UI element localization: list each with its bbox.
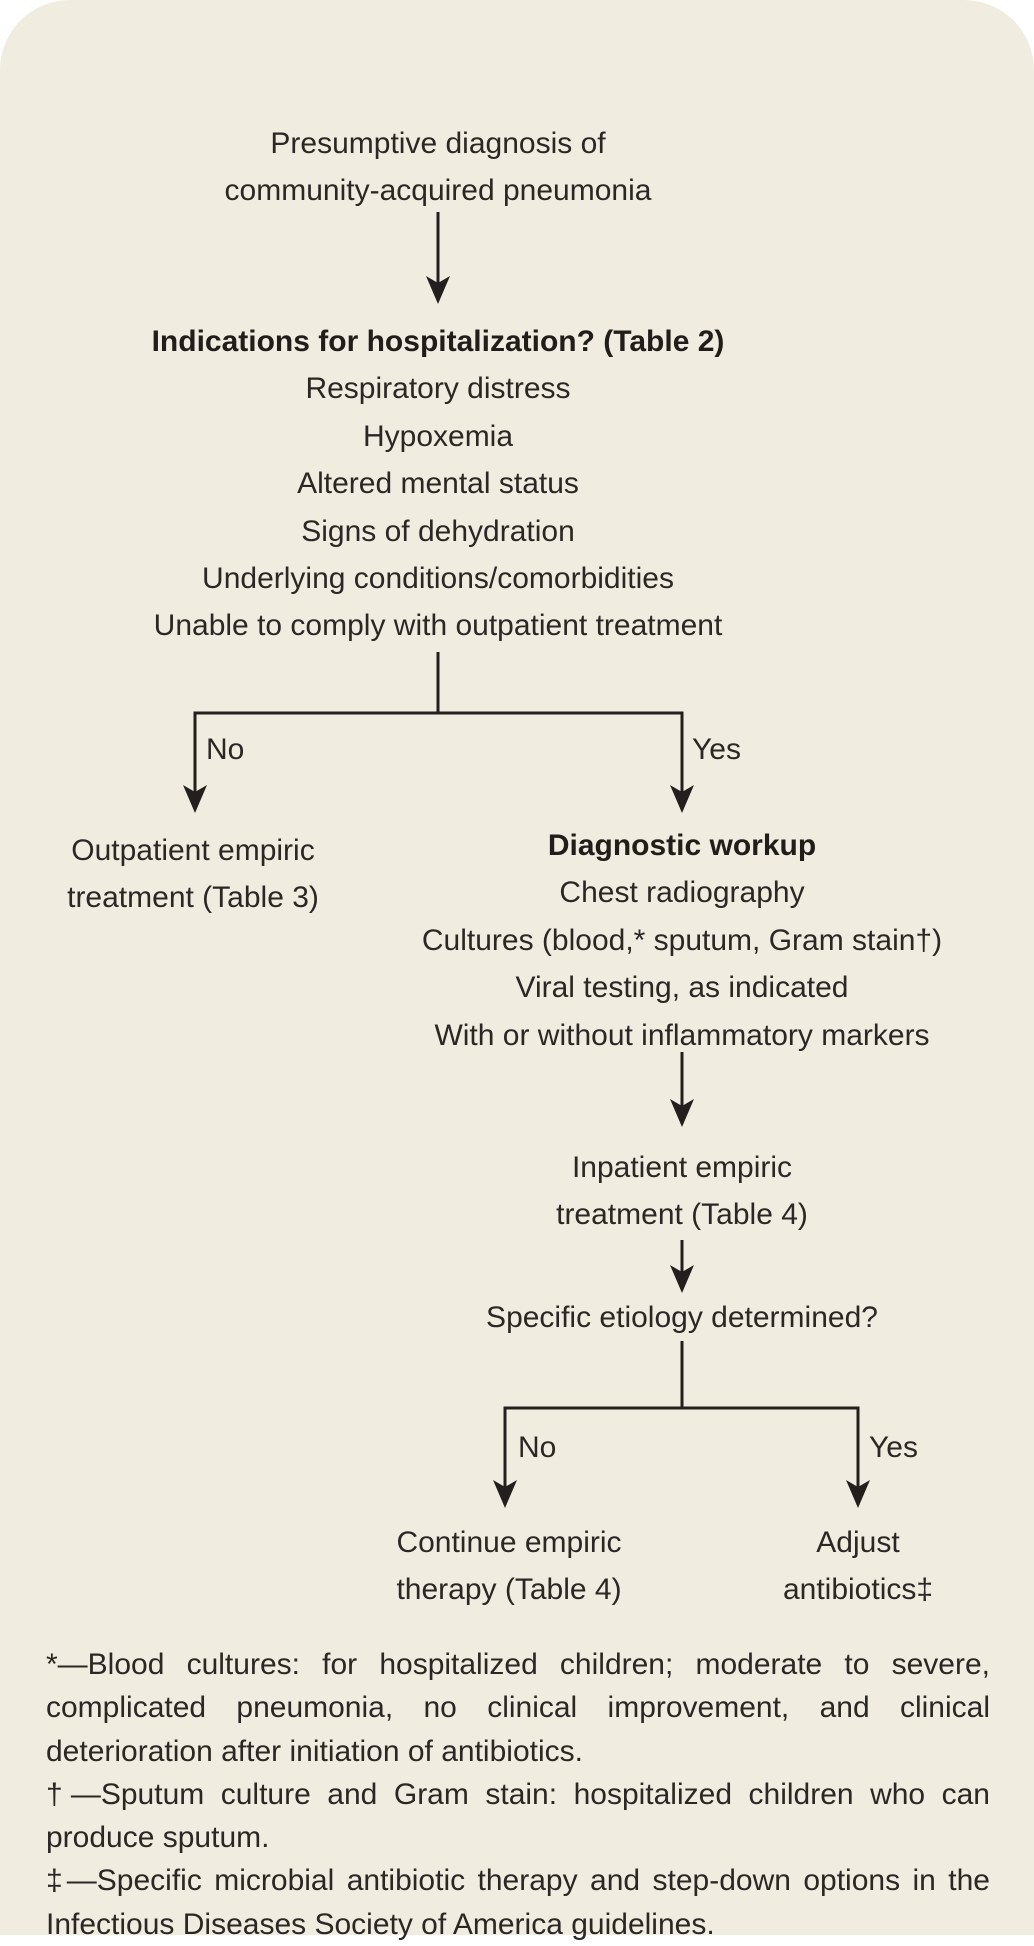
adjust-antibiotics-node: Adjust antibiotics‡ [783, 1519, 933, 1613]
footnote-dagger: †—Sputum culture and Gram stain: hospita… [46, 1777, 990, 1855]
outpatient-line2: treatment (Table 3) [67, 881, 319, 914]
workup-title: Diagnostic workup [547, 829, 817, 862]
workup-node: Diagnostic workup Chest radiography Cult… [422, 822, 942, 1059]
continue-therapy-line1: Continue empiric [396, 1526, 622, 1559]
branch1-yes-label: Yes [692, 733, 741, 766]
footnotes: *—Blood cultures: for hospitalized child… [46, 1643, 990, 1946]
decision1-node: Indications for hospitalization? (Table … [152, 318, 725, 650]
workup-item: Cultures (blood,* sputum, Gram stain†) [421, 923, 943, 957]
adjust-antibiotics-line1: Adjust [816, 1526, 900, 1559]
continue-therapy-node: Continue empiric therapy (Table 4) [396, 1519, 621, 1613]
footnote-double-dagger: ‡—Specific microbial antibiotic therapy … [46, 1864, 990, 1941]
outpatient-node: Outpatient empiric treatment (Table 3) [67, 827, 319, 921]
workup-item: Viral testing, as indicated [515, 971, 849, 1005]
inpatient-line1: Inpatient empiric [571, 1151, 793, 1184]
inpatient-node: Inpatient empiric treatment (Table 4) [556, 1144, 808, 1238]
branch2-no-label: No [518, 1431, 557, 1464]
outpatient-line1: Outpatient empiric [71, 834, 315, 867]
decision1-item: Respiratory distress [305, 372, 571, 406]
workup-item: Chest radiography [559, 876, 805, 910]
decision1-item: Underlying conditions/comorbidities [202, 562, 674, 596]
footnote-asterisk: *—Blood cultures: for hospitalized child… [46, 1648, 990, 1768]
decision2-node: Specific etiology determined? [486, 1301, 878, 1334]
start-node-line2: community-acquired pneumonia [224, 174, 652, 207]
decision1-item: Signs of dehydration [301, 514, 575, 548]
adjust-antibiotics-line2: antibiotics‡ [782, 1573, 934, 1606]
start-node-line1: Presumptive diagnosis of [270, 127, 606, 160]
decision1-item: Unable to comply with outpatient treatme… [153, 609, 723, 643]
branch2-yes-label: Yes [869, 1431, 918, 1464]
workup-item: With or without inflammatory markers [434, 1018, 930, 1052]
decision1-item: Hypoxemia [362, 419, 514, 453]
inpatient-line2: treatment (Table 4) [556, 1198, 808, 1231]
continue-therapy-line2: therapy (Table 4) [396, 1573, 622, 1606]
decision1-title: Indications for hospitalization? (Table … [151, 325, 725, 358]
start-node: Presumptive diagnosis of community-acqui… [225, 120, 652, 214]
branch1-no-label: No [206, 733, 245, 766]
decision1-item: Altered mental status [297, 467, 579, 501]
